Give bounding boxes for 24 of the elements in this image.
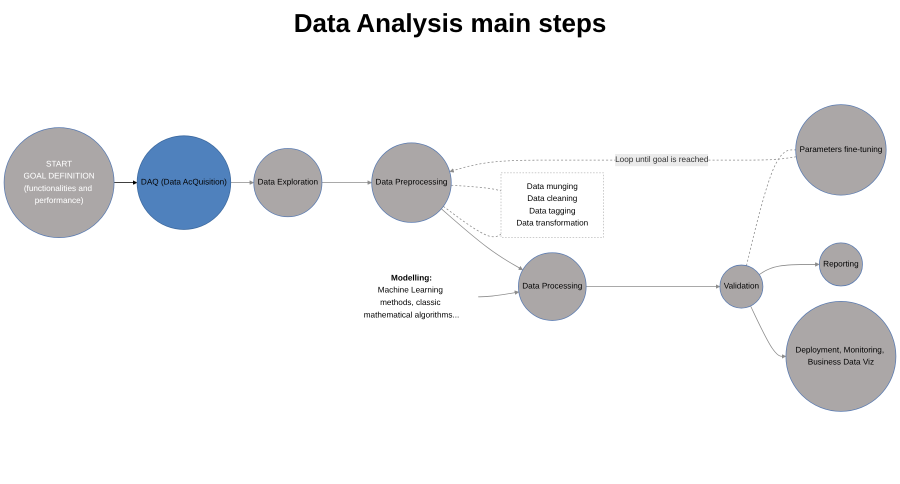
connector xyxy=(746,150,796,266)
node-circle: START GOAL DEFINITION (functionalities and performance) xyxy=(4,127,114,238)
arrow xyxy=(230,180,254,185)
arrow xyxy=(441,208,524,270)
arrow xyxy=(586,284,720,289)
arrow xyxy=(750,306,786,359)
connector xyxy=(450,184,502,192)
node-circle: Parameters fine-tuning xyxy=(795,104,887,196)
arrow xyxy=(478,290,520,298)
node-circle: Reporting xyxy=(818,242,863,286)
arrow xyxy=(322,180,372,185)
arrow xyxy=(114,180,138,185)
connector xyxy=(443,206,502,238)
node-circle: Validation xyxy=(720,264,764,308)
node-circle: Data Preprocessing xyxy=(371,142,452,223)
edge-label: Loop until goal is reached xyxy=(615,156,708,164)
node-box: Data munging Data cleaning Data tagging Data transformation xyxy=(500,172,604,238)
node-circle: Data Processing xyxy=(518,252,587,321)
node-circle: DAQ (Data AcQuisition) xyxy=(136,135,232,230)
node-text: Modelling: Machine Learning methods, classic mathematical algorithms... xyxy=(364,274,460,320)
arrow xyxy=(758,262,820,275)
node-circle: Deployment, Monitoring, Business Data Viz xyxy=(786,300,896,412)
diagram-title: Data Analysis main steps xyxy=(292,8,608,39)
node-circle: Data Exploration xyxy=(253,148,322,218)
